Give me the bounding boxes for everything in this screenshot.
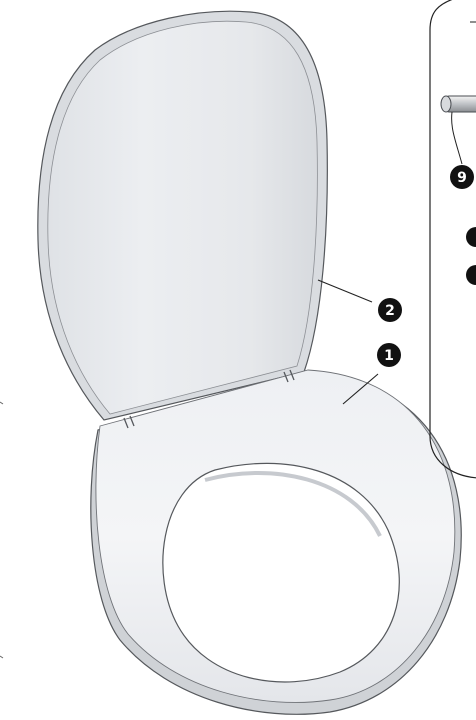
hardware-inset <box>430 0 476 478</box>
toilet-lid-surface <box>48 21 318 414</box>
callout-partial-lower <box>466 265 476 285</box>
toilet-lid <box>38 11 328 420</box>
toilet-seat-opening <box>163 463 399 682</box>
callout-partial-upper <box>466 227 476 247</box>
margin-mark-lower <box>0 656 3 658</box>
callout-2-number: 2 <box>385 303 395 319</box>
callout-1-number: 1 <box>384 348 394 364</box>
leader-line-9 <box>452 112 462 164</box>
toilet-seat <box>91 370 461 714</box>
hinge-pin-icon <box>441 96 476 112</box>
leader-line-2 <box>318 280 372 302</box>
margin-mark-upper <box>0 402 3 404</box>
callout-2: 2 <box>378 298 402 322</box>
callout-1: 1 <box>377 343 401 367</box>
callout-9-number: 9 <box>457 170 467 186</box>
callout-9: 9 <box>450 165 474 189</box>
